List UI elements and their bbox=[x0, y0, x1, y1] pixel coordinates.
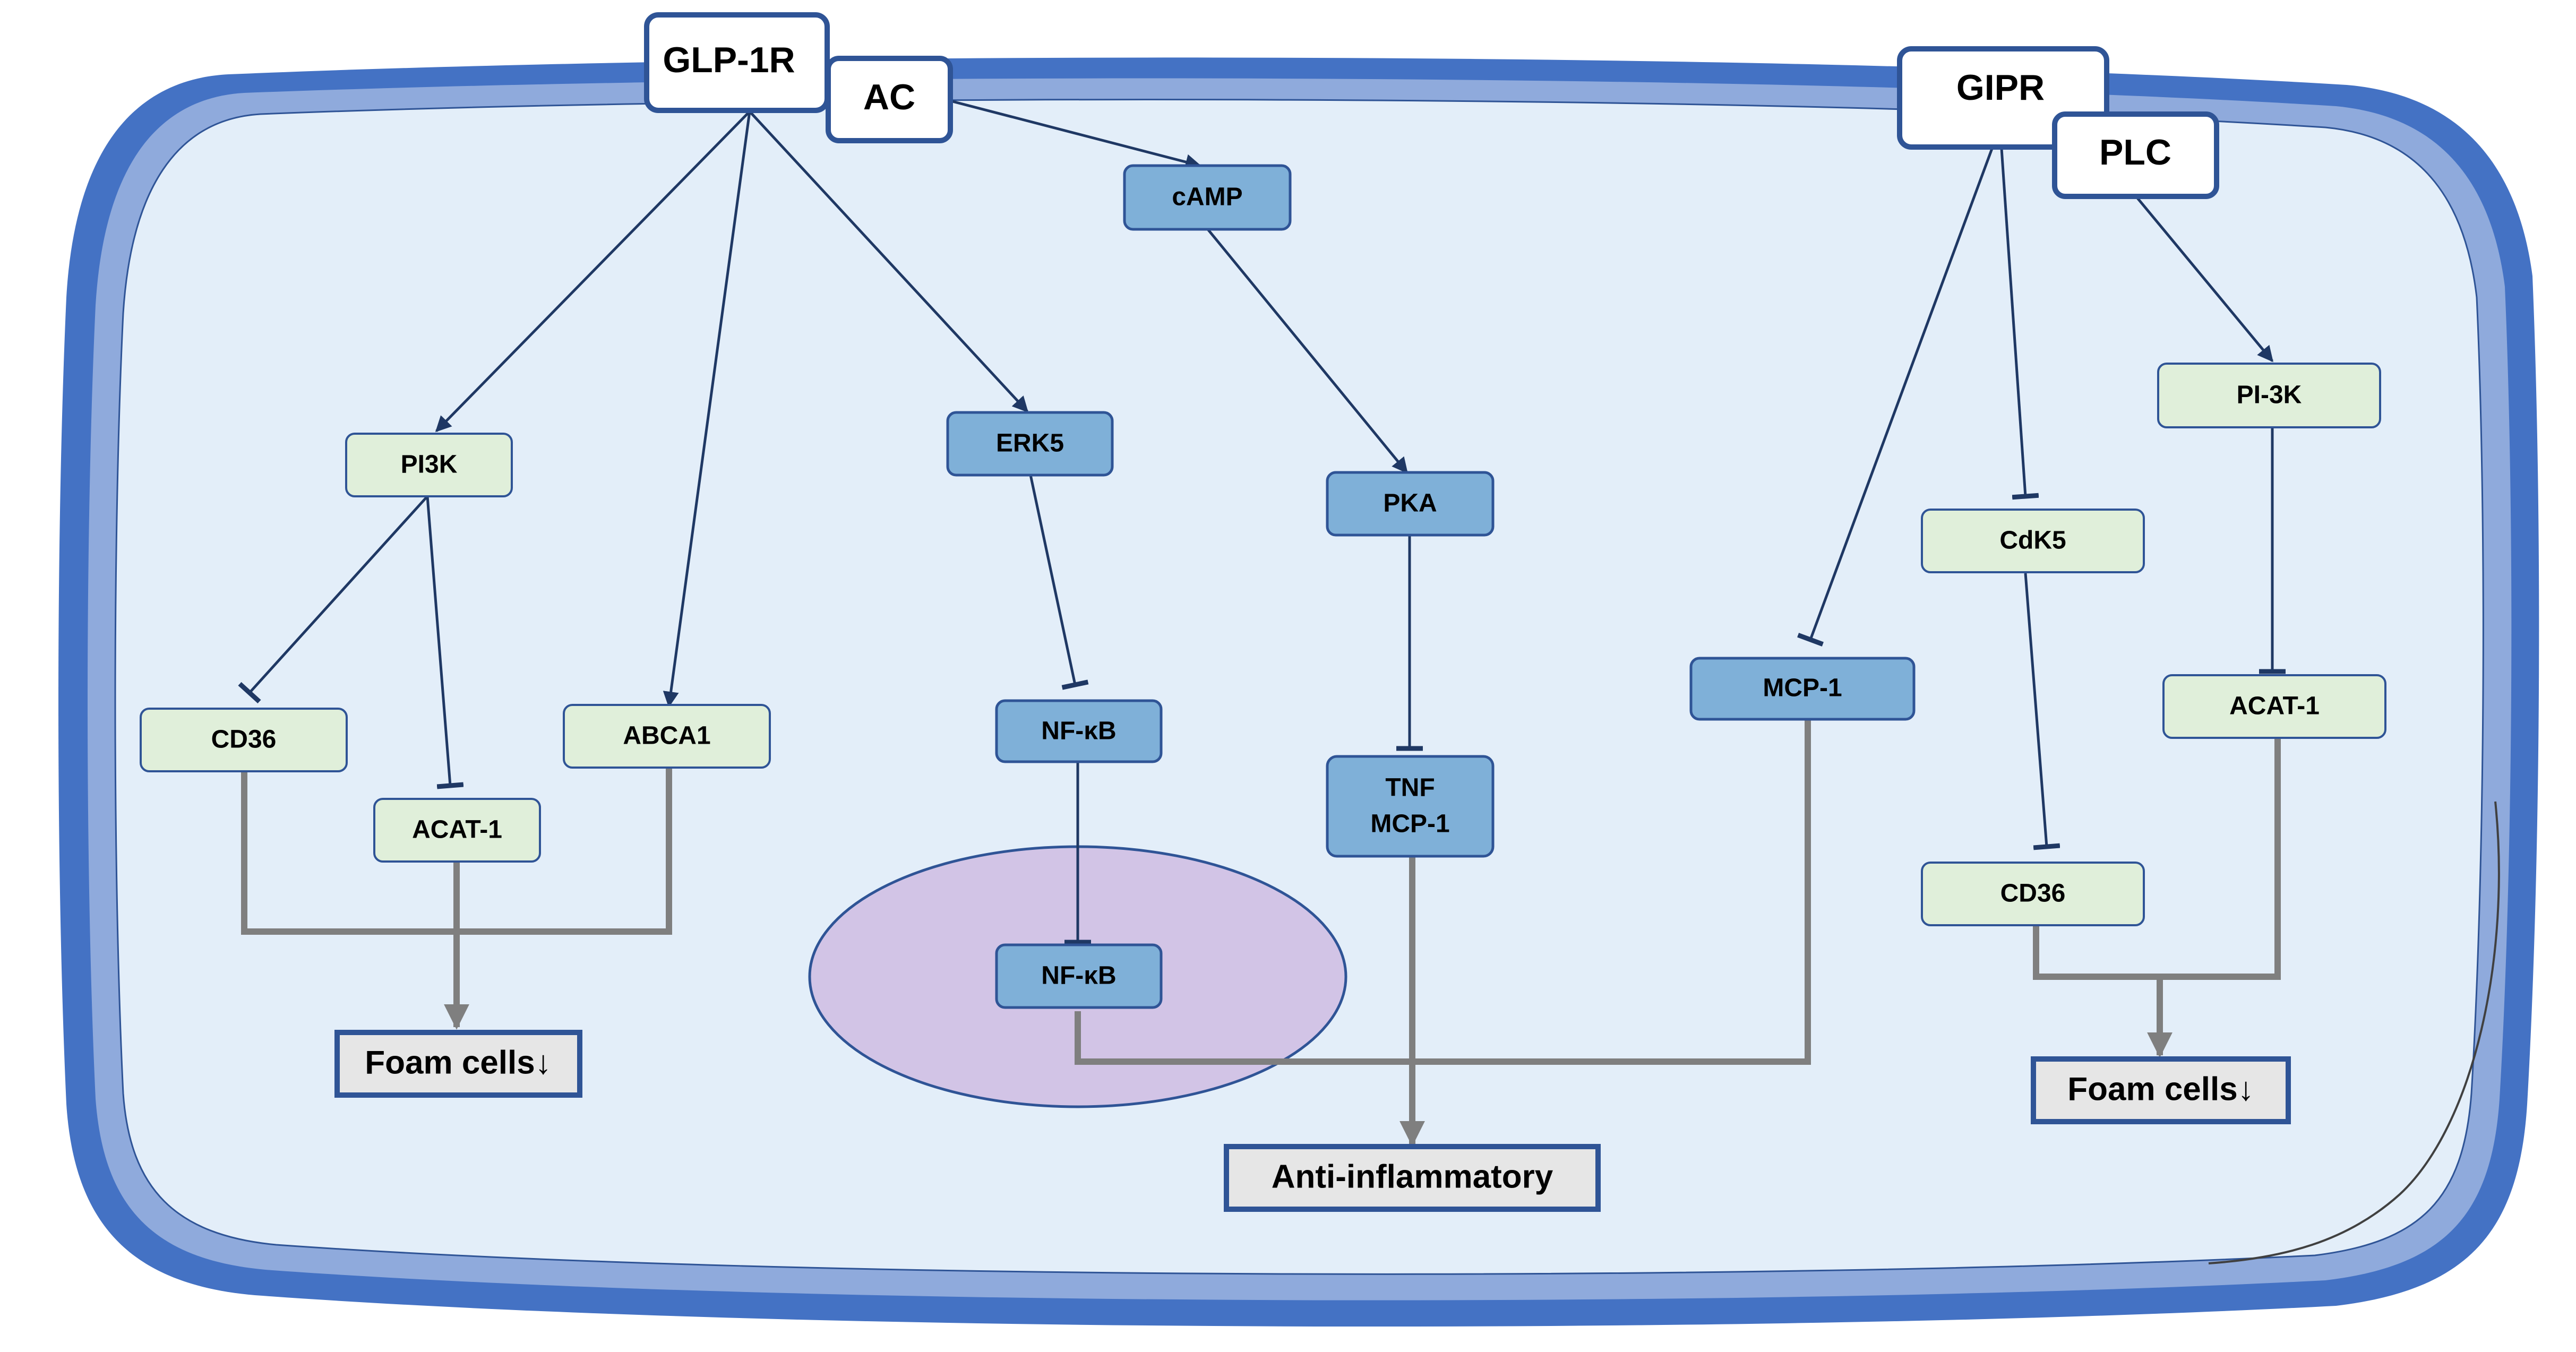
acat1-left-label: ACAT-1 bbox=[412, 816, 502, 844]
foam-cells-right-label: Foam cells↓ bbox=[2067, 1071, 2254, 1107]
erk5-node bbox=[946, 411, 1114, 477]
cd36-left-node bbox=[140, 708, 348, 772]
abca1-label: ABCA1 bbox=[623, 722, 710, 750]
plc-box bbox=[2052, 111, 2219, 199]
mcp1-node bbox=[1689, 657, 1916, 721]
arrow-ac-camp bbox=[950, 99, 1201, 170]
acat1-left-node bbox=[373, 798, 541, 863]
nfkb-nucleus-label: NF-κB bbox=[1041, 962, 1116, 990]
arrow-glp1r-abca1 bbox=[663, 111, 751, 708]
cdk5-node bbox=[1921, 509, 2145, 573]
anti-inflammatory-label: Anti-inflammatory bbox=[1272, 1158, 1553, 1195]
membrane-fold-line bbox=[2208, 801, 2500, 1264]
cdk5-label: CdK5 bbox=[1999, 527, 2066, 555]
foam-cells-left-label: Foam cells↓ bbox=[365, 1044, 551, 1081]
inhibit-erk5-nfkb bbox=[1028, 472, 1089, 690]
plc-label: PLC bbox=[2099, 132, 2171, 173]
inhibit-gipr-mcp1 bbox=[1797, 148, 1994, 647]
erk5-label: ERK5 bbox=[996, 429, 1064, 458]
arrow-glp1r-erk5 bbox=[749, 110, 1029, 413]
pi3k-node bbox=[345, 433, 513, 497]
nfkb-cytoplasm-node bbox=[995, 699, 1163, 763]
pka-node bbox=[1326, 471, 1495, 537]
ac-box bbox=[826, 56, 953, 143]
tnf-mcp1-node bbox=[1326, 755, 1495, 858]
glp1r-label: GLP-1R bbox=[663, 40, 795, 80]
camp-label: cAMP bbox=[1172, 183, 1242, 211]
camp-node bbox=[1123, 164, 1292, 231]
foam-cells-right-box bbox=[2031, 1056, 2291, 1124]
arrow-glp1r-pi3k bbox=[435, 110, 751, 433]
arrow-camp-pka bbox=[1207, 228, 1408, 474]
tnf-mcp1-label: MCP-1 bbox=[1370, 810, 1449, 838]
pi3k-right-node bbox=[2157, 363, 2381, 428]
inhibit-cdk5-cd36 bbox=[2024, 573, 2060, 850]
nfkb-cytoplasm-label: NF-κB bbox=[1041, 717, 1116, 745]
cd36-right-label: CD36 bbox=[2000, 880, 2066, 908]
connector-nfkb-mcp1 bbox=[1075, 719, 1811, 1065]
pi3k-label: PI3K bbox=[401, 451, 458, 479]
acat1-right-node bbox=[2162, 674, 2386, 739]
pka-label: PKA bbox=[1383, 489, 1437, 518]
acat1-right-label: ACAT-1 bbox=[2229, 692, 2320, 720]
nfkb-nucleus-node bbox=[995, 943, 1163, 1009]
inhibit-gipr-cdk5 bbox=[2000, 148, 2039, 500]
tnf-label: TNF bbox=[1385, 774, 1435, 802]
cd36-right-node bbox=[1921, 862, 2145, 926]
gipr-label: GIPR bbox=[1956, 67, 2045, 108]
mcp1-label: MCP-1 bbox=[1763, 674, 1842, 702]
abca1-node bbox=[563, 704, 771, 769]
cd36-left-label: CD36 bbox=[211, 726, 277, 754]
anti-inflammatory-box bbox=[1224, 1144, 1601, 1212]
inhibit-pi3k-acat1 bbox=[426, 496, 464, 789]
arrow-plc-pi3k bbox=[2136, 196, 2273, 363]
foam-cells-left-box bbox=[334, 1030, 582, 1098]
ac-label: AC bbox=[863, 77, 915, 117]
inhibit-pi3k-cd36 bbox=[238, 495, 428, 704]
pi3k-right-label: PI-3K bbox=[2237, 381, 2302, 409]
